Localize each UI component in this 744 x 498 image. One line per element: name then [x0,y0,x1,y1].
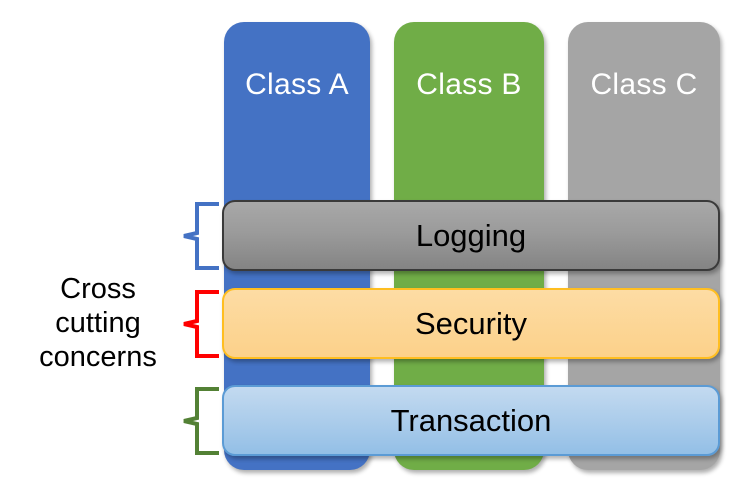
cross-cutting-concerns-caption: Cross cutting concerns [18,272,178,375]
class-column-label: Class A [245,68,349,101]
brace-logging-icon [183,202,219,270]
brace-transaction-icon [183,387,219,455]
caption-line-3: concerns [39,341,157,374]
concern-bar-label: Transaction [390,403,552,438]
concern-bar-logging[interactable]: Logging [222,200,720,271]
class-column-label: Class B [416,68,522,101]
caption-line-2: cutting [55,307,141,340]
concern-bar-label: Logging [415,218,527,253]
concern-bar-transaction[interactable]: Transaction [222,385,720,456]
class-column-label: Class C [590,68,698,101]
brace-security-icon [183,290,219,358]
concern-bar-security[interactable]: Security [222,288,720,359]
caption-line-1: Cross [60,273,136,305]
concern-bar-label: Security [415,306,527,341]
